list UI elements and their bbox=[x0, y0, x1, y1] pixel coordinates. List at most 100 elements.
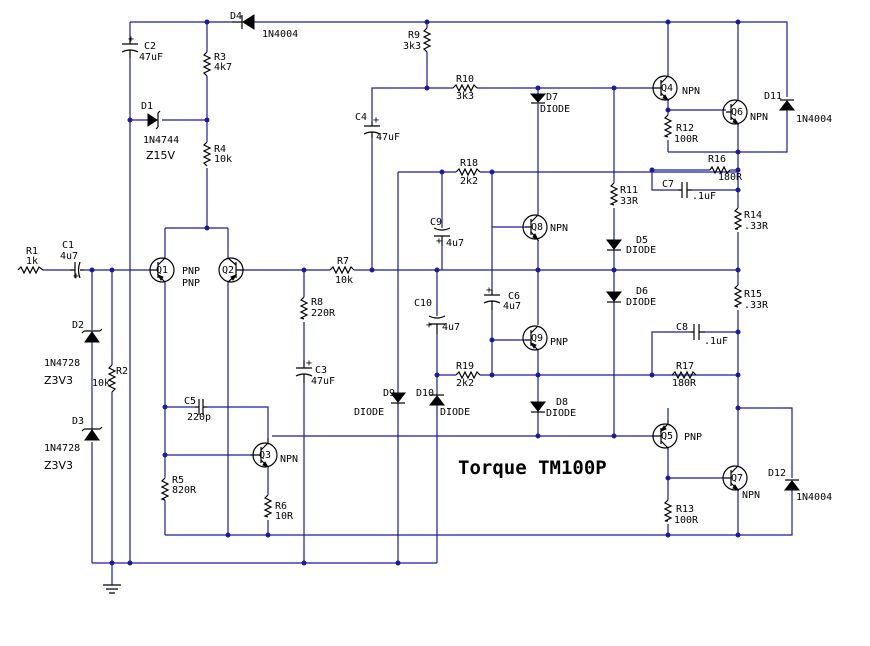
transistor-q8: Q8 NPN bbox=[522, 214, 568, 242]
r7-value: 10k bbox=[335, 275, 353, 286]
r1-ref: R1 bbox=[26, 246, 38, 257]
wires bbox=[43, 21, 793, 585]
q8-type: NPN bbox=[550, 223, 568, 234]
transistor-q2: Q2 bbox=[218, 257, 244, 283]
r2-value: 10k bbox=[92, 378, 110, 389]
d6-ref: D6 bbox=[636, 286, 648, 297]
c5-value: 220p bbox=[187, 412, 211, 423]
r15-ref: R15 bbox=[744, 289, 762, 300]
r8-ref: R8 bbox=[311, 297, 323, 308]
resistor-r9: R9 3k3 bbox=[403, 27, 432, 53]
r9-ref: R9 bbox=[408, 30, 420, 41]
r19-value: 2k2 bbox=[456, 378, 474, 389]
r6-value: 10R bbox=[275, 511, 294, 522]
c7-ref: C7 bbox=[662, 179, 674, 190]
d11-value: 1N4004 bbox=[796, 114, 832, 125]
r8-value: 220R bbox=[311, 308, 336, 319]
q7-ref: Q7 bbox=[731, 473, 743, 484]
svg-text:+: + bbox=[73, 271, 79, 282]
d1-extra: Z15V bbox=[146, 149, 176, 162]
capacitor-c6: + C6 4u7 bbox=[483, 285, 521, 312]
r1-value: 1k bbox=[26, 256, 38, 267]
d3-extra: Z3V3 bbox=[44, 459, 73, 472]
resistor-r6: R6 10R bbox=[263, 494, 294, 522]
diode-d4: D4 1N4004 bbox=[230, 11, 298, 40]
r14-value: .33R bbox=[744, 221, 769, 232]
q3-ref: Q3 bbox=[259, 450, 271, 461]
r3-ref: R3 bbox=[214, 52, 226, 63]
r17-ref: R17 bbox=[676, 361, 694, 372]
r4-ref: R4 bbox=[214, 144, 226, 155]
r11-value: 33R bbox=[620, 196, 639, 207]
schematic-title: Torque TM100P bbox=[458, 457, 607, 479]
c6-ref: C6 bbox=[508, 291, 520, 302]
d2-ref: D2 bbox=[72, 320, 84, 331]
q6-type: NPN bbox=[750, 112, 768, 123]
d4-value: 1N4004 bbox=[262, 29, 298, 40]
q9-ref: Q9 bbox=[531, 333, 543, 344]
c2-value: 47uF bbox=[139, 52, 163, 63]
r6-ref: R6 bbox=[275, 501, 287, 512]
resistor-r8: R8 220R bbox=[299, 296, 336, 320]
resistor-r7: R7 10k bbox=[329, 256, 355, 286]
resistor-r13: R13 100R bbox=[663, 499, 699, 526]
c4-ref: C4 bbox=[355, 112, 367, 123]
c4-value: 47uF bbox=[376, 132, 400, 143]
r19-ref: R19 bbox=[456, 361, 474, 372]
d9-value: DIODE bbox=[354, 407, 384, 418]
diode-d9: D9 DIODE bbox=[354, 388, 407, 418]
q6-ref: Q6 bbox=[731, 107, 743, 118]
diode-d8: D8 DIODE bbox=[529, 397, 576, 419]
transistor-q5: Q5 PNP bbox=[652, 420, 702, 450]
r18-ref: R18 bbox=[460, 158, 478, 169]
diode-d3: D3 1N4728 Z3V3 bbox=[44, 416, 103, 472]
d9-ref: D9 bbox=[383, 388, 395, 399]
diode-d7: D7 DIODE bbox=[529, 92, 570, 115]
c6-value: 4u7 bbox=[503, 301, 521, 312]
diode-d12: D12 1N4004 bbox=[768, 468, 832, 503]
c1-value: 4u7 bbox=[60, 251, 78, 262]
q5-type: PNP bbox=[684, 432, 702, 443]
resistor-r14: R14 .33R bbox=[733, 207, 769, 232]
capacitor-c9: + C9 4u7 bbox=[430, 217, 464, 249]
resistor-r5: R5 820R bbox=[160, 475, 197, 501]
c5-ref: C5 bbox=[184, 396, 196, 407]
r11-ref: R11 bbox=[620, 185, 638, 196]
resistor-r19: R19 2k2 bbox=[455, 361, 481, 389]
resistor-r11: R11 33R bbox=[609, 182, 639, 207]
transistor-q3: Q3 NPN bbox=[250, 438, 298, 469]
resistor-r10: R10 3k3 bbox=[452, 74, 478, 102]
q8-ref: Q8 bbox=[531, 222, 543, 233]
c1-ref: C1 bbox=[62, 240, 74, 251]
diode-d10: D10 DIODE bbox=[416, 388, 470, 418]
d8-ref: D8 bbox=[556, 397, 568, 408]
capacitor-c4: + C4 47uF bbox=[355, 112, 400, 143]
r12-value: 100R bbox=[674, 134, 699, 145]
capacitor-c5: C5 220p bbox=[184, 396, 211, 423]
resistor-r12: R12 100R bbox=[663, 114, 699, 145]
q2-ref: Q2 bbox=[222, 265, 234, 276]
c10-value: 4u7 bbox=[442, 322, 460, 333]
resistor-r2: R2 10k bbox=[92, 364, 128, 393]
d12-value: 1N4004 bbox=[796, 492, 832, 503]
r5-value: 820R bbox=[172, 485, 197, 496]
diode-d11: D11 1N4004 bbox=[764, 91, 832, 125]
d2-extra: Z3V3 bbox=[44, 374, 73, 387]
resistor-r16: R16 180R bbox=[708, 154, 743, 183]
c10-ref: C10 bbox=[414, 298, 432, 309]
d6-value: DIODE bbox=[626, 297, 656, 308]
r15-value: .33R bbox=[744, 300, 769, 311]
svg-text:+: + bbox=[486, 285, 492, 296]
d12-ref: D12 bbox=[768, 468, 786, 479]
ground-icon bbox=[103, 584, 121, 594]
q5-ref: Q5 bbox=[661, 431, 673, 442]
q3-type: NPN bbox=[280, 454, 298, 465]
r5-ref: R5 bbox=[172, 475, 184, 486]
r13-value: 100R bbox=[674, 515, 699, 526]
transistor-q7: Q7 NPN bbox=[722, 465, 760, 501]
c3-ref: C3 bbox=[315, 365, 327, 376]
r16-ref: R16 bbox=[708, 154, 726, 165]
capacitor-c8: C8 .1uF bbox=[676, 322, 728, 347]
c8-value: .1uF bbox=[704, 336, 728, 347]
